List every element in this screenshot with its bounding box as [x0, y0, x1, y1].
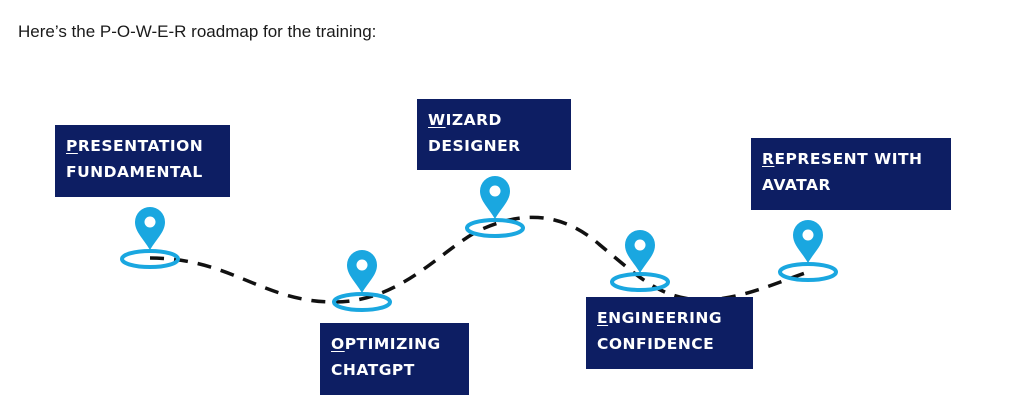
- pin-hole: [489, 185, 501, 197]
- pin-base-ring: [332, 292, 392, 312]
- step-title-line1: REPRESENT WITH: [762, 146, 941, 172]
- location-pin-icon: [625, 230, 655, 273]
- pin-base-ring: [465, 218, 525, 238]
- step-initial: W: [428, 111, 446, 129]
- step-title-line2: FUNDAMENTAL: [66, 163, 203, 181]
- step-title-line2: AVATAR: [762, 176, 831, 194]
- step-title-rest: IZARD: [445, 111, 502, 129]
- location-pin-icon: [135, 207, 165, 250]
- step-initial: P: [66, 137, 78, 155]
- pin-represent: [778, 220, 838, 282]
- step-box-represent: REPRESENT WITH AVATAR: [751, 138, 951, 210]
- step-title-line1: OPTIMIZING: [331, 331, 459, 357]
- step-title-line2: CONFIDENCE: [597, 335, 715, 353]
- pin-base-ring: [120, 249, 180, 269]
- location-pin-icon: [793, 220, 823, 263]
- pin-hole: [802, 229, 814, 241]
- pin-engineering: [610, 230, 670, 292]
- location-pin-icon: [480, 176, 510, 219]
- location-pin-icon: [347, 250, 377, 293]
- step-initial: O: [331, 335, 345, 353]
- intro-text: Here’s the P-O-W-E-R roadmap for the tra…: [18, 22, 377, 41]
- pin-presentation: [120, 207, 180, 269]
- step-title-line1: WIZARD: [428, 107, 561, 133]
- roadmap-path: [149, 215, 809, 304]
- step-title-rest: NGINEERING: [608, 309, 723, 327]
- step-title-line2: DESIGNER: [428, 137, 521, 155]
- step-title-rest: RESENTATION: [77, 137, 204, 155]
- pin-base-ring: [778, 262, 838, 282]
- step-title-rest: PTIMIZING: [344, 335, 441, 353]
- step-initial: R: [762, 150, 775, 168]
- step-box-presentation: PRESENTATION FUNDAMENTAL: [55, 125, 230, 197]
- step-title-line1: ENGINEERING: [597, 305, 743, 331]
- pin-optimizing: [332, 250, 392, 312]
- step-box-wizard: WIZARD DESIGNER: [417, 99, 571, 170]
- pin-base-ring: [610, 272, 670, 292]
- pin-hole: [356, 259, 368, 271]
- step-title-line1: PRESENTATION: [66, 133, 220, 159]
- step-box-engineering: ENGINEERING CONFIDENCE: [586, 297, 753, 369]
- step-title-rest: EPRESENT WITH: [774, 150, 923, 168]
- step-title-line2: CHATGPT: [331, 361, 415, 379]
- pin-wizard: [465, 176, 525, 238]
- step-box-optimizing: OPTIMIZING CHATGPT: [320, 323, 469, 395]
- pin-hole: [144, 216, 156, 228]
- pin-hole: [634, 239, 646, 251]
- step-initial: E: [597, 309, 609, 327]
